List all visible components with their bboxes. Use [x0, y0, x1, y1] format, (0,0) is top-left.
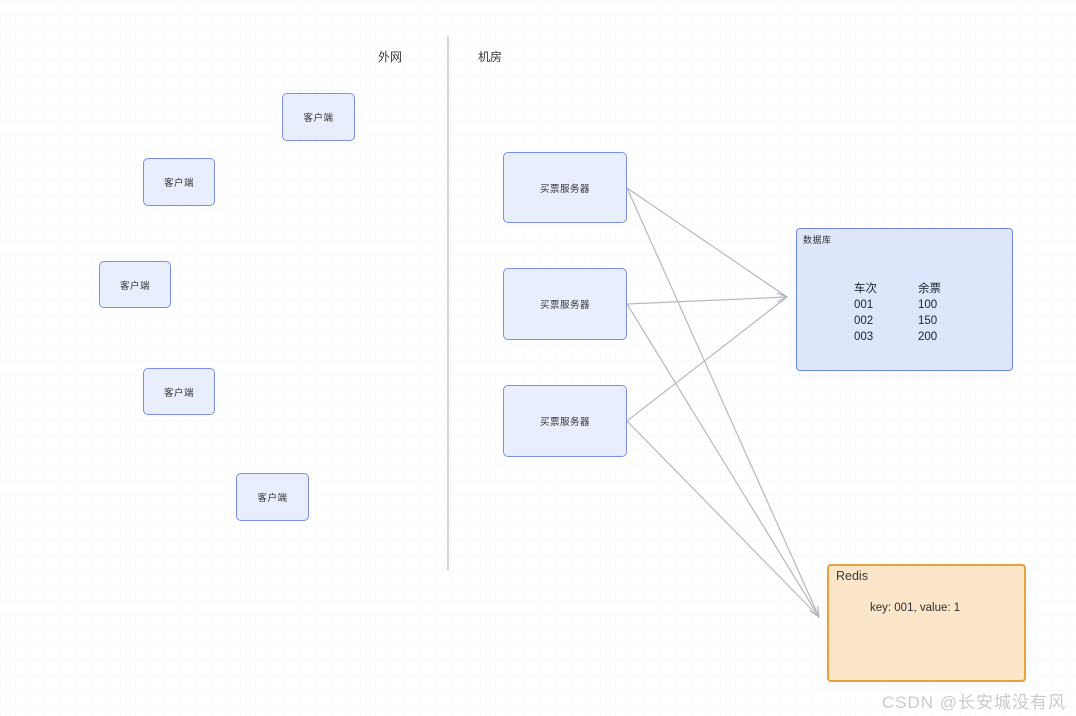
table-header-row: 车次 余票: [854, 281, 941, 297]
ticket-server-node-1[interactable]: 买票服务器: [503, 152, 627, 223]
client-node-4[interactable]: 客户端: [143, 368, 215, 415]
redis-title: Redis: [836, 569, 868, 583]
client-label: 客户端: [257, 493, 288, 504]
ticket-server-node-3[interactable]: 买票服务器: [503, 385, 627, 457]
cell-tickets: 200: [918, 331, 938, 343]
redis-key-value: key: 001, value: 1: [870, 602, 961, 614]
arrow-server2-to-db: [626, 292, 789, 305]
client-node-3[interactable]: 客户端: [99, 261, 171, 308]
table-row: 001 100: [854, 297, 941, 313]
ticket-server-label: 买票服务器: [539, 300, 590, 311]
zone-label-server-room: 机房: [478, 50, 503, 64]
cell-tickets: 100: [918, 299, 938, 311]
table-row: 002 150: [854, 313, 941, 329]
csdn-watermark: CSDN @长安城没有风: [881, 693, 1066, 712]
client-node-1[interactable]: 客户端: [282, 93, 355, 141]
database-node[interactable]: 数据库 车次 余票 001 100 002 150 003 200: [796, 228, 1013, 371]
database-table: 车次 余票 001 100 002 150 003 200: [854, 281, 941, 345]
client-label: 客户端: [163, 387, 194, 399]
arrow-server2-to-redis: [626, 303, 820, 619]
table-row: 003 200: [854, 329, 941, 345]
arrow-server3-to-db: [626, 296, 788, 422]
cell-train: 001: [854, 299, 874, 311]
client-node-5[interactable]: 客户端: [236, 473, 309, 521]
client-label: 客户端: [163, 178, 194, 189]
ticket-server-label: 买票服务器: [539, 417, 590, 428]
cell-train: 003: [854, 331, 874, 343]
zone-divider-line: [447, 36, 449, 570]
column-header-tickets: 余票: [918, 283, 941, 295]
ticket-server-node-2[interactable]: 买票服务器: [503, 268, 627, 340]
database-title: 数据库: [803, 235, 832, 245]
client-node-2[interactable]: 客户端: [143, 158, 215, 206]
cell-tickets: 150: [918, 315, 938, 327]
client-label: 客户端: [303, 113, 334, 124]
redis-node[interactable]: Redis key: 001, value: 1: [827, 564, 1026, 682]
zone-label-extranet: 外网: [378, 50, 403, 64]
client-label: 客户端: [119, 280, 150, 292]
arrow-server3-to-redis: [626, 420, 820, 618]
arrow-server1-to-redis: [626, 187, 820, 618]
ticket-server-label: 买票服务器: [539, 183, 590, 195]
column-header-train: 车次: [854, 283, 877, 295]
cell-train: 002: [854, 315, 874, 327]
arrow-server1-to-db: [626, 187, 788, 298]
